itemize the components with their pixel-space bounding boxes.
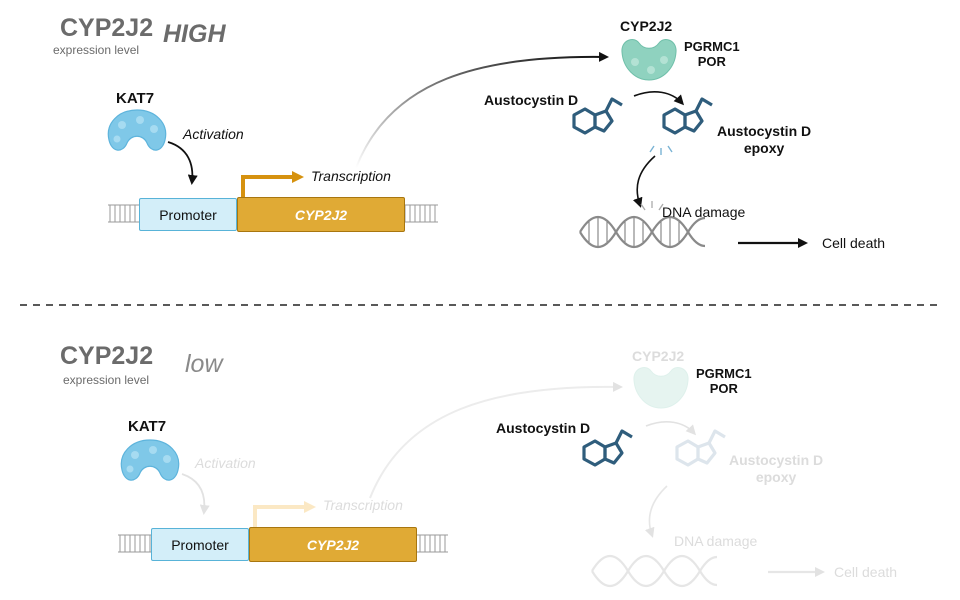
activation-arrow xyxy=(167,141,198,185)
translation-arc-arrow-low xyxy=(369,381,623,499)
substrate-label-low: Austocystin D xyxy=(496,420,591,436)
gene-box-high: CYP2J2 xyxy=(237,197,405,232)
activation-label-low: Activation xyxy=(195,455,256,471)
enzyme-label-high: CYP2J2 xyxy=(620,18,673,34)
conversion-arrow-low xyxy=(645,421,697,436)
austocystin-molecule-icon xyxy=(572,97,623,135)
transcription-arrow-low xyxy=(253,501,316,527)
cyp2j2-enzyme-low-icon xyxy=(633,367,689,409)
kat7-label-high: KAT7 xyxy=(116,90,155,107)
activation-label-high: Activation xyxy=(183,126,244,142)
cyp2j2-enzyme-icon xyxy=(621,39,677,81)
epoxy-molecule-low-icon xyxy=(675,429,726,467)
austocystin-molecule-low-icon xyxy=(582,429,633,467)
reactive-spark-icon xyxy=(649,145,673,155)
activation-arrow-low xyxy=(181,473,210,515)
transcription-label-high: Transcription xyxy=(311,168,391,184)
dna-damage-label-high: DNA damage xyxy=(662,204,746,220)
product-label-high: Austocystin D epoxy xyxy=(717,123,812,156)
panel-title-high: CYP2J2 xyxy=(60,14,154,42)
enzyme-label-low: CYP2J2 xyxy=(632,348,685,364)
damaged-dna-low-icon xyxy=(591,554,718,588)
dna-break-spark-icon xyxy=(640,201,664,211)
cofactors-label-low: PGRMC1 POR xyxy=(696,366,752,396)
promoter-box-high: Promoter xyxy=(139,198,237,231)
panel-subtitle-high: expression level xyxy=(53,43,140,57)
conversion-arrow xyxy=(633,91,685,106)
kat7-protein-low-icon xyxy=(120,439,180,481)
epoxy-molecule-icon xyxy=(662,97,713,135)
dna-damage-label-low: DNA damage xyxy=(674,533,758,549)
expression-level-high: HIGH xyxy=(163,20,226,48)
transcription-label-low: Transcription xyxy=(323,497,403,513)
kat7-protein-icon xyxy=(107,109,167,151)
expression-level-low: low xyxy=(185,350,223,378)
cell-death-label-high: Cell death xyxy=(822,235,886,251)
damaged-dna-icon xyxy=(579,215,706,249)
gene-box-low: CYP2J2 xyxy=(249,527,417,562)
translation-arc-arrow xyxy=(355,51,609,169)
substrate-label-high: Austocystin D xyxy=(484,92,579,108)
transcription-arrow xyxy=(241,171,304,197)
product-label-low: Austocystin D epoxy xyxy=(729,452,824,485)
damage-arrow xyxy=(632,155,656,208)
panel-title-low: CYP2J2 xyxy=(60,342,154,370)
kat7-label-low: KAT7 xyxy=(128,418,167,435)
cell-death-label-low: Cell death xyxy=(834,564,898,580)
damage-arrow-low xyxy=(644,485,668,538)
promoter-box-low: Promoter xyxy=(151,528,249,561)
cofactors-label-high: PGRMC1 POR xyxy=(684,39,740,69)
panel-subtitle-low: expression level xyxy=(63,373,150,387)
